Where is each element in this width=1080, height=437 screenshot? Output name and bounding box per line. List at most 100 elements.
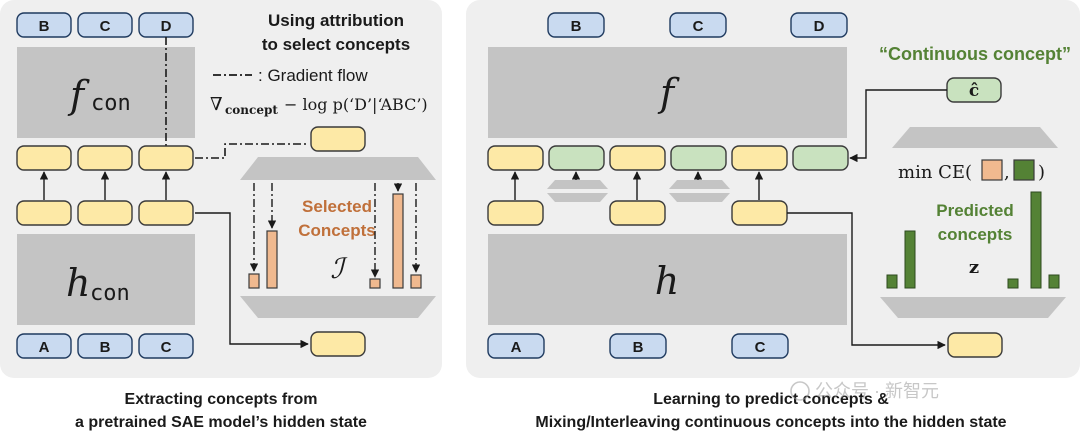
selected-bar-4: [392, 193, 404, 289]
left-upper-hidden-1: [16, 145, 72, 171]
min-ce-expression: min CE( , ): [898, 159, 1045, 183]
predicted-bar-3: [1007, 278, 1019, 289]
attribution-heading-line2: to select concepts: [262, 35, 410, 54]
left-top-token-1: [16, 12, 72, 38]
left-top-token-row: [16, 12, 194, 38]
left-panel: B C D f con h con: [0, 0, 442, 378]
left-bottom-token-2: [77, 333, 133, 359]
right-decoder-trapezoid: [892, 127, 1058, 148]
right-bottom-token-1: [487, 333, 545, 359]
predicted-bar-1: [886, 274, 898, 289]
left-target-hidden-top: [310, 126, 366, 152]
selected-concepts-line1: Selected: [302, 197, 372, 216]
left-bottom-token-1: [16, 333, 72, 359]
right-panel: B C D f “Continuous concept” ĉ: [466, 0, 1080, 378]
min-ce-suffix: ): [1038, 162, 1045, 183]
c-hat-label: ĉ: [969, 81, 979, 101]
right-hidden-to-predictor-arrow: [787, 212, 946, 350]
left-bottom-token-3-label: C: [161, 339, 172, 356]
right-bottom-token-1-label: A: [511, 339, 522, 356]
z-label: z: [969, 257, 979, 278]
right-bottom-token-row: [487, 333, 789, 359]
f-con-block-subscript: con: [91, 91, 131, 116]
right-concept-2: [670, 145, 727, 171]
selected-bar-3: [369, 278, 381, 289]
right-top-token-1-label: B: [571, 18, 582, 35]
right-caption-line2: Mixing/Interleaving continuous concepts …: [535, 414, 1006, 431]
min-ce-green-box: [1013, 159, 1035, 181]
formula-nabla: ∇: [210, 94, 223, 115]
gradient-flow-to-target: [195, 143, 308, 159]
gradient-flow-legend-text: : Gradient flow: [258, 66, 368, 85]
left-upper-hidden-2: [77, 145, 133, 171]
f-block: [488, 47, 847, 138]
watermark: 公众号 · 新智元: [790, 381, 939, 401]
predicted-concept-bars: [886, 191, 1060, 289]
left-top-token-1-label: B: [39, 18, 50, 35]
left-bottom-token-row: [16, 333, 194, 359]
left-lower-hidden-row: [16, 200, 194, 226]
left-top-token-2-label: C: [100, 18, 111, 35]
right-up-arrows: [510, 171, 764, 200]
h-con-block-label: h: [66, 261, 90, 305]
left-encoder-trapezoid: [240, 296, 436, 318]
right-bottom-token-2-label: B: [633, 339, 644, 356]
left-hidden-to-sae-arrow: [195, 212, 309, 349]
left-bottom-token-3: [138, 333, 194, 359]
left-up-arrows: [39, 171, 171, 200]
right-bottom-token-2: [609, 333, 667, 359]
right-top-token-2: [669, 12, 727, 38]
left-top-token-2: [77, 12, 133, 38]
selected-bar-5: [410, 274, 422, 289]
attribution-heading-line1: Using attribution: [268, 11, 404, 30]
right-lower-hidden-1: [487, 200, 544, 226]
right-lower-hidden-row: [487, 200, 788, 226]
h-con-block-subscript: con: [90, 281, 130, 306]
h-con-block: [17, 234, 195, 325]
left-lower-hidden-3: [138, 200, 194, 226]
h-block: [488, 234, 847, 325]
right-encoder-trapezoid: [880, 297, 1066, 318]
left-decoder-trapezoid: [240, 157, 436, 180]
right-lower-hidden-2: [609, 200, 666, 226]
min-ce-prefix: min CE(: [898, 162, 972, 183]
attribution-formula: ∇ concept − log p(‘D’|‘ABC’): [210, 94, 428, 117]
left-caption-line2: a pretrained SAE model’s hidden state: [75, 414, 367, 431]
right-top-token-3: [790, 12, 848, 38]
right-concept-1: [548, 145, 605, 171]
right-top-token-2-label: C: [693, 18, 704, 35]
right-mini-sae-shapes: [547, 180, 730, 202]
right-target-hidden-bottom: [947, 332, 1003, 358]
left-lower-hidden-2: [77, 200, 133, 226]
min-ce-comma: ,: [1004, 162, 1010, 183]
watermark-text: 公众号 · 新智元: [815, 381, 939, 401]
right-hidden-2: [609, 145, 666, 171]
selected-bar-2: [266, 230, 278, 289]
wechat-icon: [790, 381, 810, 401]
predicted-bar-4: [1030, 191, 1042, 289]
predicted-concepts-line1: Predicted: [936, 201, 1013, 220]
left-target-hidden-bottom: [310, 331, 366, 357]
c-hat-to-hidden-arrow: [849, 89, 947, 163]
right-caption-line1: Learning to predict concepts &: [653, 391, 889, 408]
predicted-bar-5: [1048, 274, 1060, 289]
predicted-concepts-line2: concepts: [938, 225, 1013, 244]
left-lower-hidden-1: [16, 200, 72, 226]
left-caption-line1: Extracting concepts from: [125, 391, 318, 408]
formula-rest: − log p(‘D’|‘ABC’): [284, 95, 428, 114]
right-top-token-row: [547, 12, 848, 38]
right-bottom-token-3: [731, 333, 789, 359]
right-hidden-3: [731, 145, 788, 171]
selected-concepts-line2: Concepts: [298, 221, 375, 240]
left-bottom-token-1-label: A: [39, 339, 50, 356]
predicted-bar-2: [904, 230, 916, 289]
gradient-flow-bars: [249, 183, 421, 278]
continuous-concept-label: “Continuous concept”: [879, 44, 1071, 64]
right-top-token-1: [547, 12, 605, 38]
left-upper-hidden-3: [138, 145, 194, 171]
right-hidden-1: [487, 145, 544, 171]
right-concept-3: [792, 145, 849, 171]
right-top-token-3-label: D: [814, 18, 825, 35]
right-interleaved-row: [487, 145, 849, 171]
